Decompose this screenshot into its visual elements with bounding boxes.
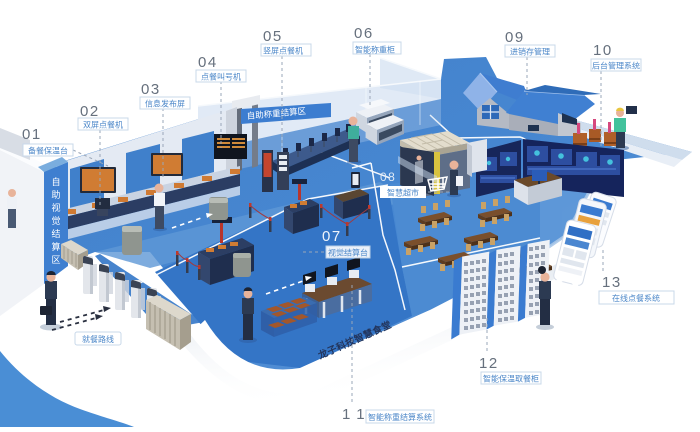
svg-text:11: 11 [342,406,372,423]
svg-text:08: 08 [380,170,396,184]
svg-text:视: 视 [51,202,60,213]
svg-text:自: 自 [51,176,60,187]
svg-text:04: 04 [198,54,218,71]
svg-text:就餐路线: 就餐路线 [82,334,114,344]
svg-text:备餐保温台: 备餐保温台 [28,146,68,156]
svg-text:点餐叫号机: 点餐叫号机 [201,72,241,82]
svg-text:后台管理系统: 后台管理系统 [592,61,640,71]
svg-text:智能保温取餐柜: 智能保温取餐柜 [483,374,539,384]
svg-text:在线点餐系统: 在线点餐系统 [612,293,660,303]
svg-text:结: 结 [51,228,60,239]
svg-text:智能称重结算系统: 智能称重结算系统 [368,412,432,422]
svg-text:视觉结算台: 视觉结算台 [328,248,368,258]
svg-text:竖屏点餐机: 竖屏点餐机 [263,46,303,56]
svg-text:09: 09 [505,29,525,46]
svg-text:智能称重柜: 智能称重柜 [355,45,395,55]
svg-text:双屏点餐机: 双屏点餐机 [83,120,123,130]
svg-text:10: 10 [593,42,613,59]
svg-text:信息发布屏: 信息发布屏 [145,99,185,109]
svg-text:区: 区 [51,255,60,265]
svg-text:01: 01 [22,126,42,143]
svg-text:03: 03 [141,81,161,98]
svg-text:12: 12 [479,355,499,372]
svg-text:06: 06 [354,25,374,42]
svg-text:助: 助 [51,189,60,200]
svg-text:07: 07 [322,228,342,245]
svg-text:算: 算 [51,241,60,252]
svg-text:觉: 觉 [51,216,60,226]
svg-text:13: 13 [602,274,622,291]
svg-text:进销存管理: 进销存管理 [510,47,550,57]
svg-text:智慧超市: 智慧超市 [387,188,419,198]
svg-text:02: 02 [80,103,100,120]
svg-text:05: 05 [263,28,283,45]
